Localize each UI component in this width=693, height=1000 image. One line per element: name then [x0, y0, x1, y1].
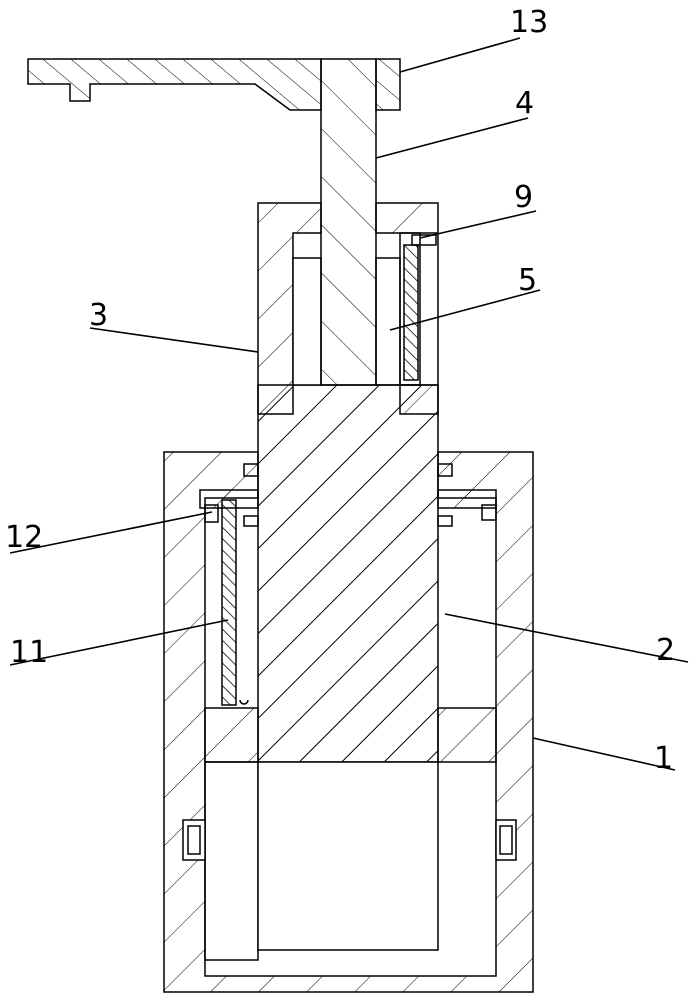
leader-lines [9, 37, 689, 771]
label-2: 2 [656, 633, 675, 668]
label-9: 9 [514, 180, 533, 215]
piston-rod [199, 384, 497, 951]
vertical-shaft [320, 58, 377, 386]
spring-assembly [399, 232, 437, 386]
label-1: 1 [654, 741, 673, 776]
label-13: 13 [510, 5, 548, 40]
label-3: 3 [89, 298, 108, 333]
label-12: 12 [5, 520, 43, 555]
label-11: 11 [10, 635, 48, 670]
top-plate [27, 58, 401, 111]
label-4: 4 [515, 86, 534, 121]
label-5: 5 [518, 263, 537, 298]
side-spring [204, 499, 249, 706]
